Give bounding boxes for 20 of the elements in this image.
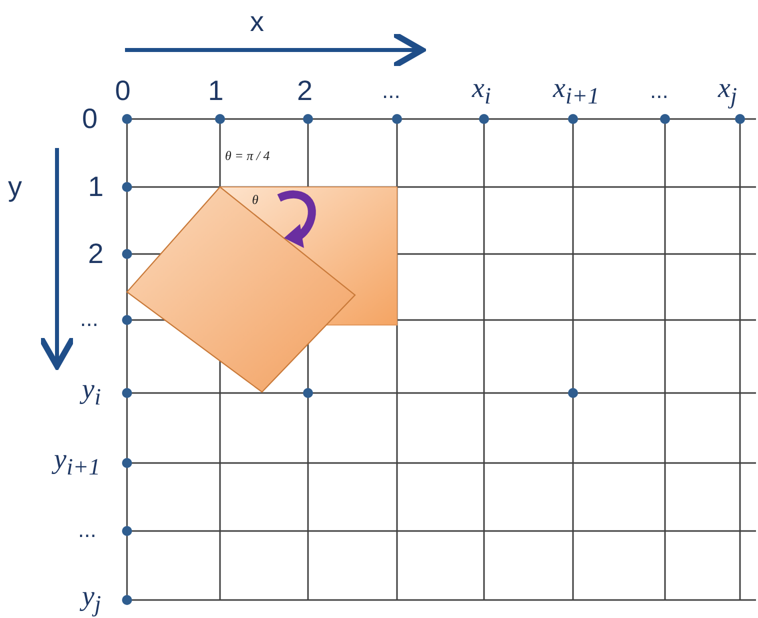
axis-label: x (250, 8, 264, 36)
tick-label: 0 (115, 77, 131, 105)
tick-label: 2 (88, 240, 104, 268)
tick-label: 0 (82, 105, 98, 133)
tick-label: x$_{i+1}$ (553, 75, 600, 109)
tick-label: ... (382, 80, 400, 102)
tick-label: ... (80, 308, 98, 330)
tick-label: y$_{j}$ (82, 583, 101, 617)
angle-label: θ = π / 4 (225, 149, 270, 162)
tick-label: ... (78, 519, 96, 541)
tick-label: 1 (208, 77, 224, 105)
axis-label: y (8, 173, 22, 201)
tick-label: 1 (88, 173, 104, 201)
tick-label: y$_{i+1}$ (54, 446, 100, 480)
tick-label: 2 (297, 77, 313, 105)
tick-label: x$_{i}$ (472, 75, 491, 109)
tick-label: y$_{i}$ (82, 376, 101, 410)
angle-label: θ (252, 193, 258, 206)
tick-label: ... (650, 80, 668, 102)
tick-label: x$_{j}$ (718, 75, 737, 109)
